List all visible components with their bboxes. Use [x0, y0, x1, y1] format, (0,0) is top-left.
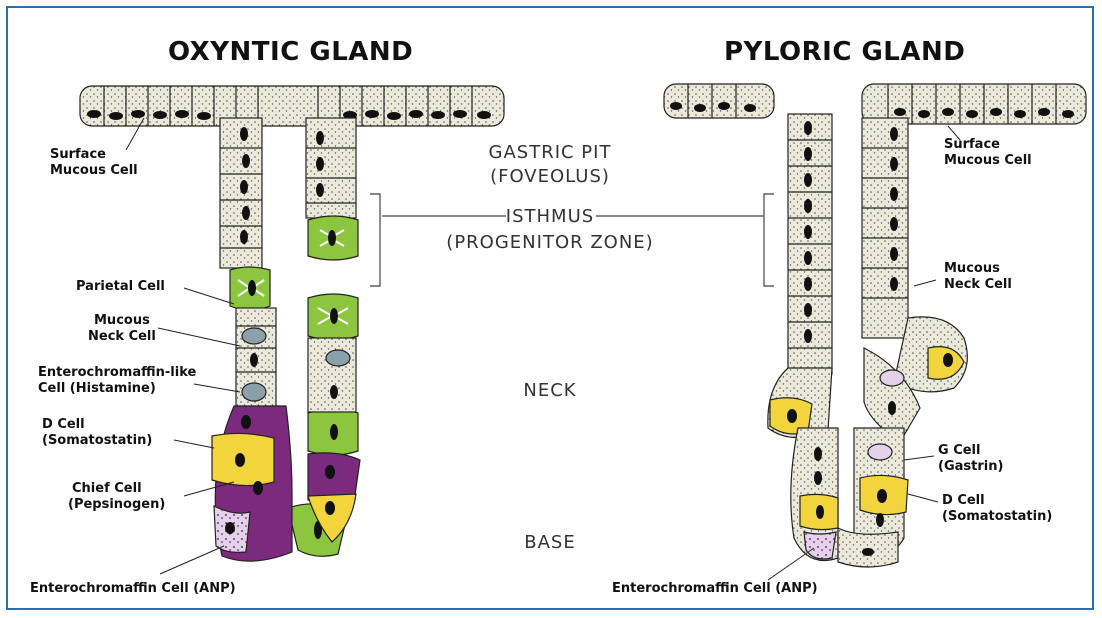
oxyntic-labels: Surface Mucous Cell Parietal Cell Mucous… [30, 147, 236, 596]
neck-label: NECK [523, 380, 576, 401]
progenitor-zone-label: (PROGENITOR ZONE) [446, 232, 653, 253]
oxy-mucous-neck-label-2: Neck Cell [88, 329, 156, 344]
pyloric-branch-left [768, 368, 832, 438]
gastric-pit-label: GASTRIC PIT [489, 142, 612, 163]
pyl-ec-label: Enterochromaffin Cell (ANP) [612, 581, 818, 596]
pyloric-right-wall [862, 118, 908, 338]
oxy-dcell-label-2: (Somatostatin) [42, 433, 152, 448]
oxy-surface-label-2: Mucous Cell [50, 163, 138, 178]
zone-labels: GASTRIC PIT (FOVEOLUS) ISTHMUS (PROGENIT… [446, 142, 653, 553]
pyl-mucous-neck-label-2: Neck Cell [944, 277, 1012, 292]
oxy-ecl-label-2: Cell (Histamine) [38, 381, 156, 396]
oxyntic-left-wall [220, 118, 262, 268]
pyloric-left-wall [788, 114, 832, 374]
pyloric-title: PYLORIC GLAND [724, 37, 965, 67]
pyl-gcell-label-1: G Cell [938, 443, 980, 458]
gastric-gland-diagram: OXYNTIC GLAND PYLORIC GLAND GASTRIC PIT … [8, 8, 1092, 608]
oxy-chief-label-1: Chief Cell [72, 481, 142, 496]
oxy-ec-label: Enterochromaffin Cell (ANP) [30, 581, 236, 596]
oxyntic-title: OXYNTIC GLAND [168, 37, 413, 67]
pyl-mucous-neck-label-1: Mucous [944, 261, 1000, 276]
diagram-frame: OXYNTIC GLAND PYLORIC GLAND GASTRIC PIT … [6, 6, 1094, 610]
oxyntic-right-wall [306, 118, 356, 218]
oxy-ecl-label-1: Enterochromaffin-like [38, 365, 196, 380]
pyl-dcell-label-1: D Cell [942, 493, 985, 508]
foveolus-label: (FOVEOLUS) [490, 166, 610, 187]
pyl-surface-label-1: Surface [944, 137, 1000, 152]
pyl-surface-label-2: Mucous Cell [944, 153, 1032, 168]
pyloric-base [791, 428, 908, 567]
oxy-mucous-neck-label-1: Mucous [94, 313, 150, 328]
isthmus-label: ISTHMUS [506, 206, 594, 227]
base-label: BASE [524, 532, 575, 553]
oxy-chief-label-2: (Pepsinogen) [68, 497, 165, 512]
oxy-parietal-label: Parietal Cell [76, 279, 165, 294]
pyl-dcell-label-2: (Somatostatin) [942, 509, 1052, 524]
oxyntic-surface-row [80, 86, 504, 126]
oxy-surface-label-1: Surface [50, 147, 106, 162]
oxy-dcell-label-1: D Cell [42, 417, 85, 432]
pyl-gcell-label-2: (Gastrin) [938, 459, 1003, 474]
